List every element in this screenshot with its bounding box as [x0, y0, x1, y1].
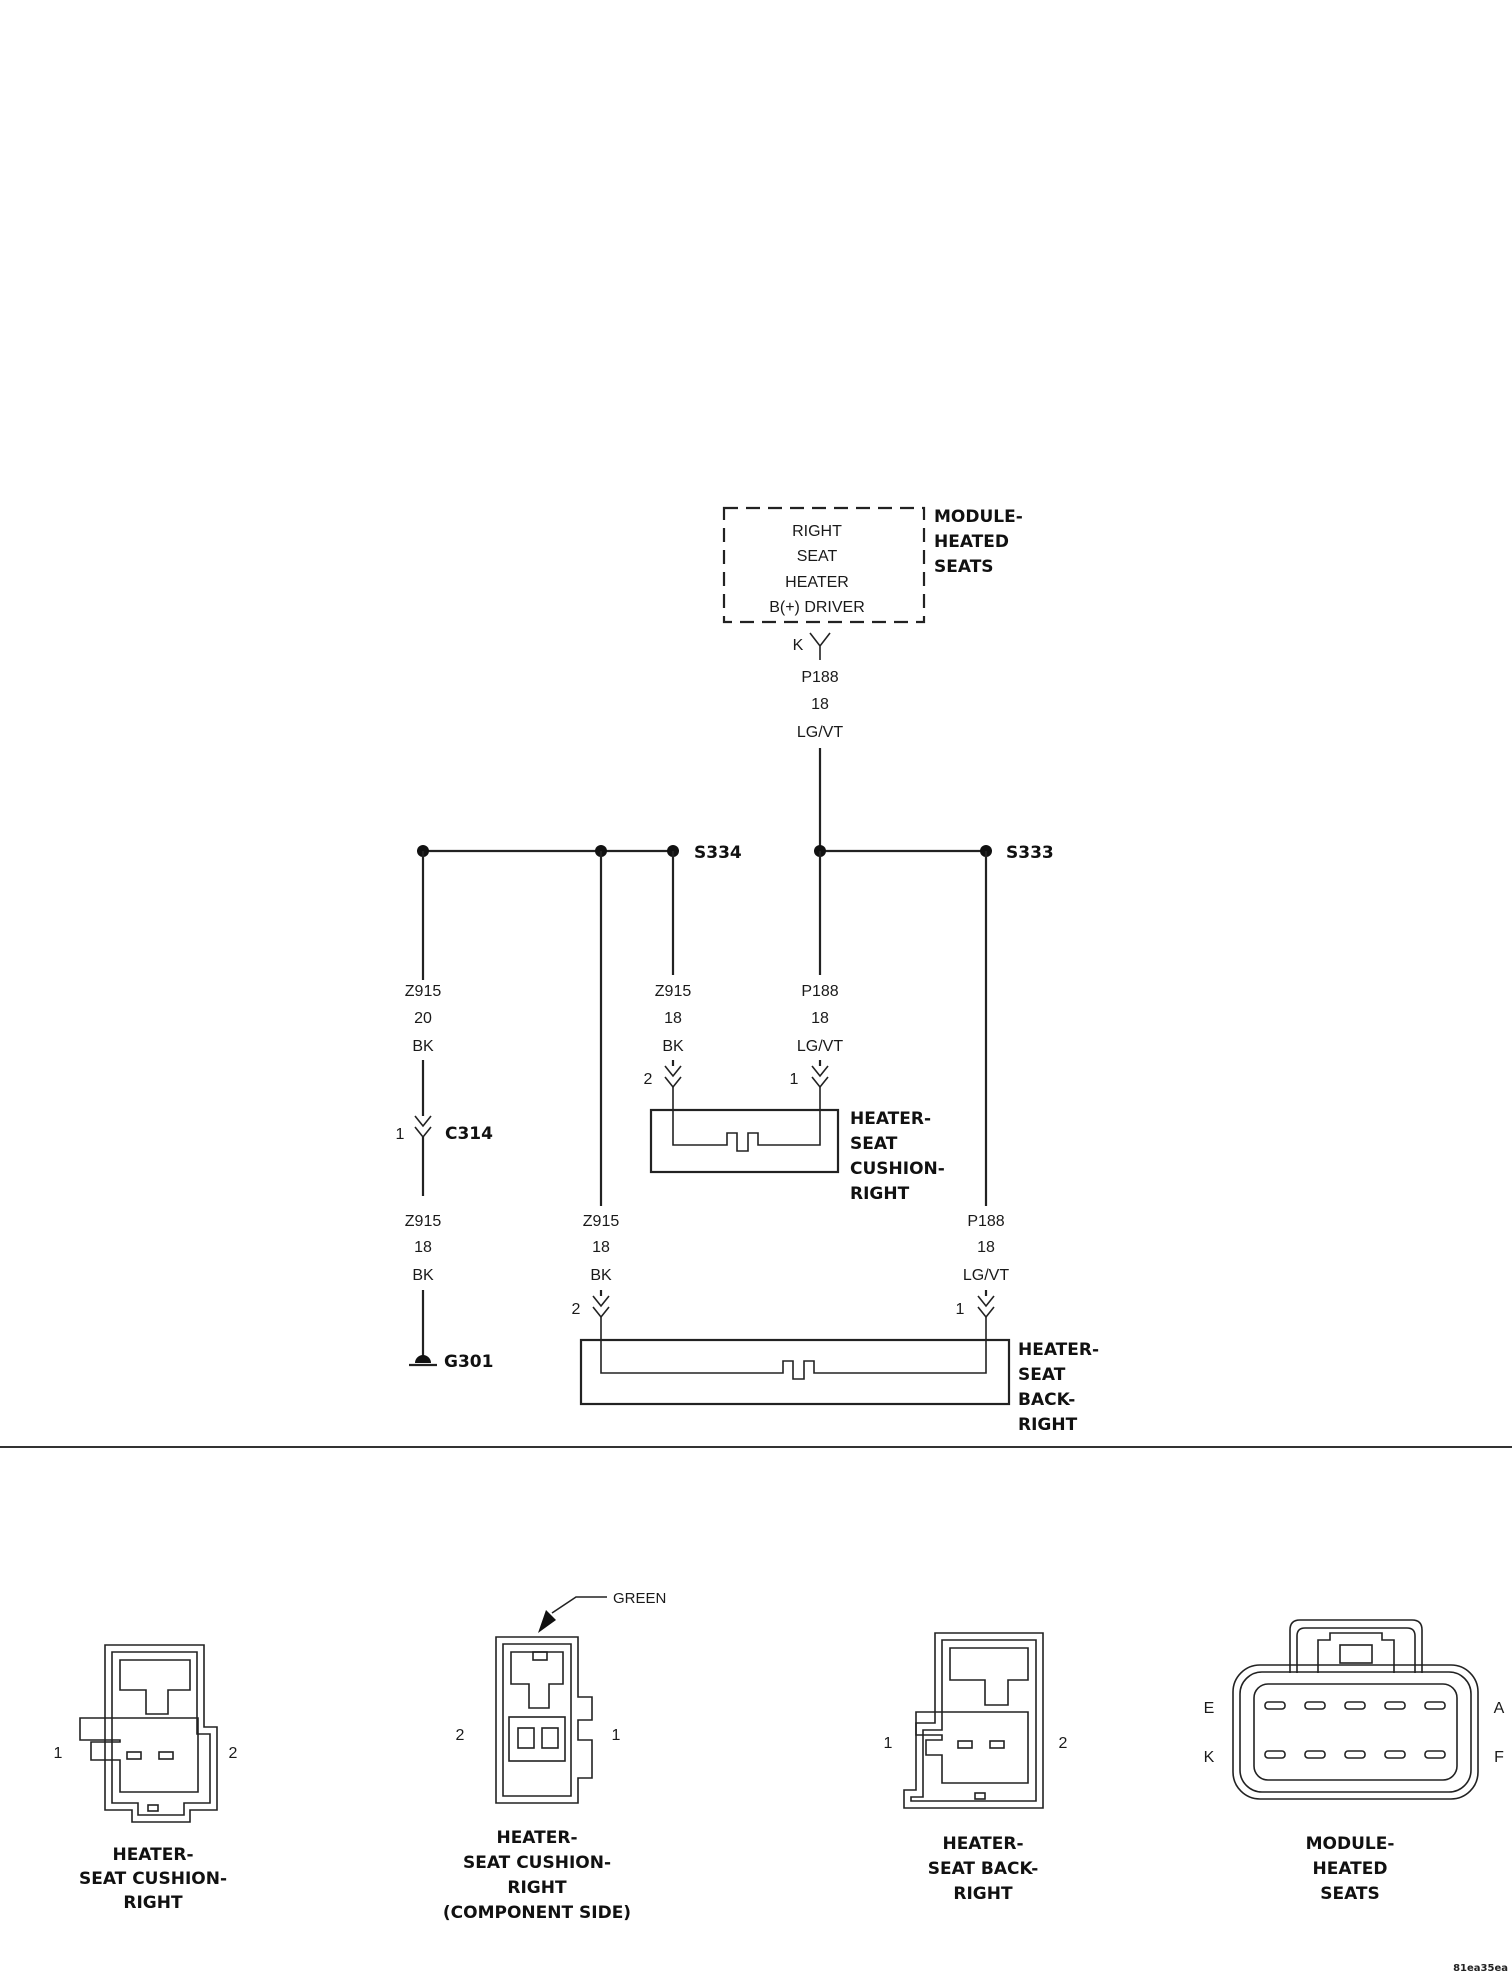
module-name-2: HEATED — [934, 532, 1009, 552]
cv-module-pin-f: F — [1494, 1749, 1504, 1766]
cushion-name-2: SEAT — [850, 1134, 898, 1154]
cv-comp-label-4: (COMPONENT SIDE) — [443, 1903, 631, 1923]
heater-seat-cushion-right-box — [649, 1108, 840, 1174]
cushion-pin-1: 1 — [790, 1071, 799, 1088]
module-name-1: MODULE- — [934, 507, 1023, 527]
wire-z915-18-lower-color: BK — [412, 1267, 434, 1284]
cv-back-label-1: HEATER- — [942, 1834, 1023, 1854]
cv-back-pin-2: 2 — [1059, 1735, 1068, 1752]
cushion-name-3: CUSHION- — [850, 1159, 945, 1179]
wire-p188-top-color: LG/VT — [797, 724, 843, 741]
cv-cushion-pin-1: 1 — [54, 1745, 63, 1762]
wire-z915-18-back-circuit: Z915 — [583, 1213, 620, 1230]
connector-view-cushion-component: GREEN 2 1 HEATER- SEAT CUSHION- RIGHT (C… — [443, 1590, 666, 1923]
cushion-name-4: RIGHT — [850, 1184, 910, 1204]
cv-cushion-label-3: RIGHT — [123, 1893, 183, 1913]
wire-z915-18-back-gauge: 18 — [592, 1239, 610, 1256]
wire-p188-cushion-circuit: P188 — [801, 983, 838, 1000]
cv-cushion-pin-2: 2 — [229, 1745, 238, 1762]
c314-connector-symbol — [414, 1115, 432, 1139]
back-name-2: SEAT — [1018, 1365, 1066, 1385]
module-heated-seats-box — [722, 506, 926, 624]
module-pin-k: K — [793, 637, 804, 654]
wire-p188-cushion-color: LG/VT — [797, 1038, 843, 1055]
cv-back-label-3: RIGHT — [953, 1884, 1013, 1904]
module-line-4: B(+) DRIVER — [769, 599, 865, 616]
back-name-1: HEATER- — [1018, 1340, 1099, 1360]
splice-s334-label: S334 — [694, 843, 742, 863]
figure-id: 81ea35ea — [1453, 1963, 1508, 1974]
cv-cushion-label-1: HEATER- — [112, 1845, 193, 1865]
wire-z915-20-color: BK — [412, 1038, 434, 1055]
cv-comp-pin-2: 2 — [456, 1727, 465, 1744]
back-pin-1: 1 — [956, 1301, 965, 1318]
wire-p188-back-color: LG/VT — [963, 1267, 1009, 1284]
ground-label: G301 — [444, 1352, 493, 1372]
wire-z915-20-circuit: Z915 — [405, 983, 442, 1000]
module-name-3: SEATS — [934, 557, 994, 577]
back-heating-element — [600, 1317, 987, 1380]
connector-view-module: E A K F MODULE- HEATED SEATS — [1204, 1619, 1505, 1904]
module-line-3: HEATER — [785, 574, 849, 591]
cv-cushion-label-2: SEAT CUSHION- — [79, 1869, 227, 1889]
cushion-name-1: HEATER- — [850, 1109, 931, 1129]
wire-z915-18-back-color: BK — [590, 1267, 612, 1284]
heater-seat-back-right-box — [579, 1338, 1011, 1406]
green-callout-arrow — [538, 1610, 556, 1633]
cv-module-pin-e: E — [1204, 1700, 1215, 1717]
ground-icon — [415, 1355, 431, 1363]
wire-z915-18-lower-gauge: 18 — [414, 1239, 432, 1256]
wire-p188-back-gauge: 18 — [977, 1239, 995, 1256]
module-line-1: RIGHT — [792, 523, 842, 540]
connector-view-cushion: 1 2 HEATER- SEAT CUSHION- RIGHT — [54, 1644, 238, 1913]
cv-comp-label-1: HEATER- — [496, 1828, 577, 1848]
c314-pin: 1 — [396, 1126, 405, 1143]
splice-s333-label: S333 — [1006, 843, 1054, 863]
back-pin-2: 2 — [572, 1301, 581, 1318]
cv-back-label-2: SEAT BACK- — [928, 1859, 1039, 1879]
wire-z915-18-lower-circuit: Z915 — [405, 1213, 442, 1230]
cv-color-callout: GREEN — [613, 1590, 666, 1607]
cv-module-label-2: HEATED — [1313, 1859, 1388, 1879]
cushion-heating-element — [672, 1087, 821, 1152]
wire-p188-top-circuit: P188 — [801, 669, 838, 686]
cushion-pin-2: 2 — [644, 1071, 653, 1088]
module-terminal-symbol — [809, 632, 831, 660]
c314-label: C314 — [445, 1124, 493, 1144]
cv-module-pin-k: K — [1204, 1749, 1215, 1766]
cv-module-pin-a: A — [1494, 1700, 1505, 1717]
connector-view-back: 1 2 HEATER- SEAT BACK- RIGHT — [884, 1632, 1068, 1904]
wire-p188-cushion-gauge: 18 — [811, 1010, 829, 1027]
cv-comp-label-2: SEAT CUSHION- — [463, 1853, 611, 1873]
wire-z915-18-cushion-circuit: Z915 — [655, 983, 692, 1000]
cv-back-pin-1: 1 — [884, 1735, 893, 1752]
back-name-4: RIGHT — [1018, 1415, 1078, 1435]
back-name-3: BACK- — [1018, 1390, 1075, 1410]
cv-comp-label-3: RIGHT — [507, 1878, 567, 1898]
wire-z915-20-gauge: 20 — [414, 1010, 432, 1027]
module-line-2: SEAT — [797, 548, 838, 565]
cv-module-label-3: SEATS — [1320, 1884, 1380, 1904]
wire-p188-back-circuit: P188 — [967, 1213, 1004, 1230]
cv-comp-pin-1: 1 — [612, 1727, 621, 1744]
wire-p188-top-gauge: 18 — [811, 696, 829, 713]
wire-z915-18-cushion-color: BK — [662, 1038, 684, 1055]
cv-module-label-1: MODULE- — [1306, 1834, 1395, 1854]
wire-z915-18-cushion-gauge: 18 — [664, 1010, 682, 1027]
